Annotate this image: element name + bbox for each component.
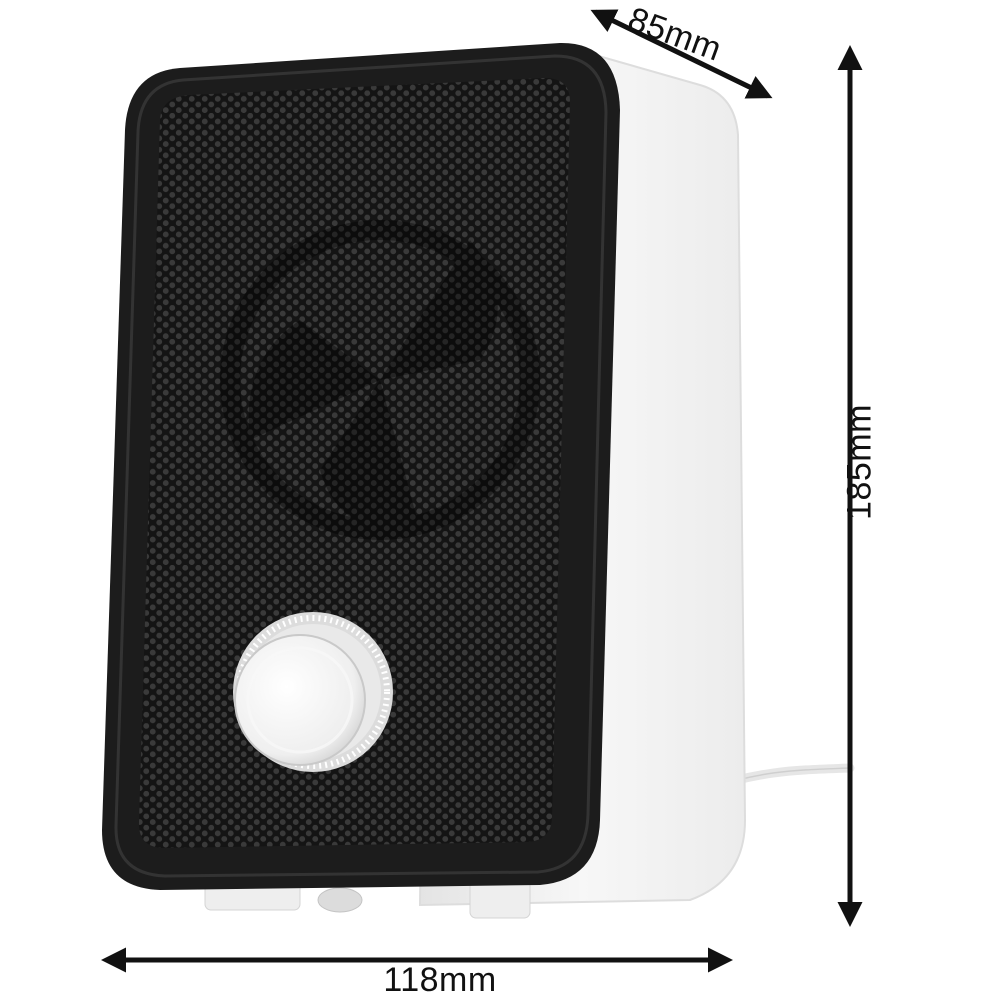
width-label: 118mm — [383, 961, 497, 999]
depth-arrow — [590, 9, 773, 99]
fan-blades — [220, 220, 540, 540]
height-label: 185mm — [840, 404, 879, 520]
center-foot — [317, 887, 363, 913]
control-knob — [234, 634, 366, 766]
